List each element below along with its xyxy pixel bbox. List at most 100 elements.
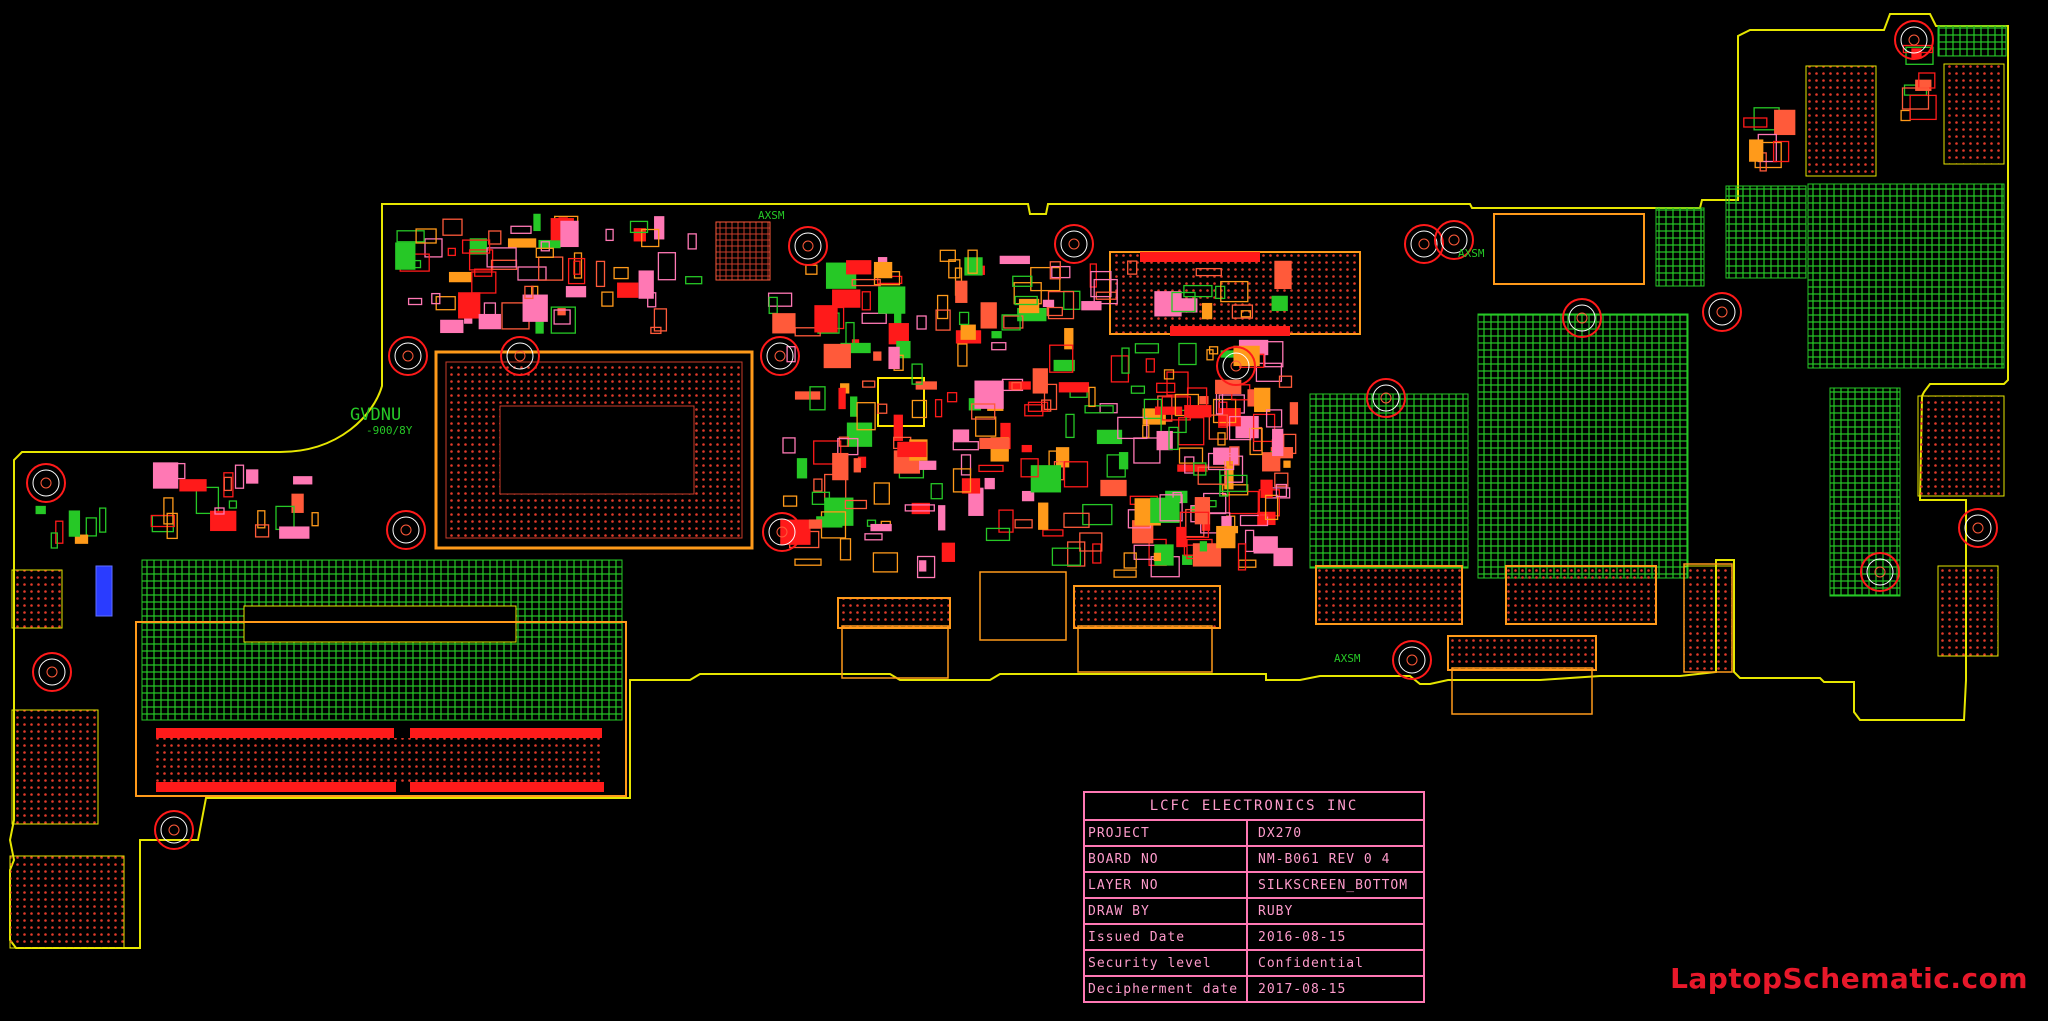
dimm-pads-bottom-right [410, 782, 604, 792]
mounting-hole-ring [1434, 220, 1474, 260]
smd-component [1238, 559, 1257, 568]
smd-component [560, 220, 579, 248]
mounting-hole-ring [1216, 346, 1256, 386]
mounting-hole-ring [1716, 306, 1728, 318]
cpu-bga-outline [434, 350, 754, 550]
smd-component [179, 479, 207, 492]
smd-component [35, 505, 46, 515]
mounting-hole-ring [402, 350, 414, 362]
smd-component [613, 266, 629, 280]
smd-component [152, 462, 179, 489]
smd-component [291, 493, 304, 513]
smd-component [1021, 444, 1032, 453]
decipherment-date-label: Decipherment date [1085, 977, 1248, 1001]
copper-block-c [1655, 207, 1705, 287]
smd-component [897, 441, 927, 458]
smd-component [980, 302, 997, 329]
smd-component [1222, 484, 1249, 496]
smd-component [440, 319, 464, 334]
smd-component [605, 228, 614, 242]
smd-component [1096, 429, 1123, 445]
port-module-top [1805, 65, 1877, 177]
mounting-hole-ring [1972, 522, 1984, 534]
smd-component [535, 247, 554, 258]
fiducial-label-2: AXSM [1458, 247, 1485, 260]
smd-component [919, 460, 937, 470]
mounting-hole-ring [1708, 298, 1736, 326]
smd-component [1239, 514, 1269, 527]
mounting-hole-ring [1366, 378, 1406, 418]
smd-component [1273, 547, 1293, 567]
smd-component [50, 532, 58, 549]
dimm-slot-outline [135, 621, 627, 797]
port-module-mid [1917, 395, 2005, 497]
smd-component [1058, 382, 1090, 393]
smd-component [1154, 291, 1182, 317]
smd-component [55, 520, 64, 544]
board-sub-text: -900/8Y [366, 424, 413, 437]
smd-component [1743, 117, 1768, 128]
smd-component [861, 312, 887, 324]
smd-component [595, 260, 606, 288]
mounting-hole-ring [774, 350, 786, 362]
smd-component [1260, 479, 1273, 498]
smd-component [786, 346, 796, 363]
smd-component [1027, 401, 1049, 412]
smd-component [805, 264, 818, 275]
connector-outline-1 [841, 625, 949, 679]
port-module-low [1937, 565, 1999, 657]
dimm-contacts-field [156, 738, 604, 782]
ffc-connector-c [1073, 585, 1221, 629]
smd-component [1772, 140, 1790, 163]
smd-component [1123, 552, 1137, 569]
smd-component [533, 213, 541, 232]
smd-component [853, 458, 861, 473]
mounting-hole-ring [388, 336, 428, 376]
mounting-hole-ring [1068, 238, 1080, 250]
smd-component [794, 391, 821, 400]
smd-component [1220, 280, 1249, 303]
smd-component [1199, 396, 1209, 405]
smd-component [916, 555, 936, 579]
cpu-bga-center [499, 405, 695, 495]
smd-component [1154, 406, 1183, 415]
smd-component [1063, 290, 1081, 310]
smd-component [1183, 284, 1213, 298]
mounting-hole-ring [40, 477, 52, 489]
smd-component [1049, 344, 1074, 373]
fiducial-label-3: AXSM [1334, 652, 1361, 665]
smd-component [991, 342, 1007, 351]
smd-component [1042, 529, 1064, 537]
blue-connector [95, 565, 113, 617]
mounting-hole-ring [1230, 360, 1242, 372]
mounting-hole-ring [1900, 26, 1928, 54]
smd-component [567, 257, 586, 285]
smd-component [99, 507, 107, 533]
smd-component [978, 464, 1004, 473]
smd-component [550, 306, 576, 334]
mounting-hole-ring [1576, 312, 1588, 324]
smd-component [985, 527, 1011, 542]
smd-component [1156, 430, 1173, 451]
smd-component [1063, 512, 1090, 528]
smd-component [1064, 328, 1074, 350]
mounting-hole-ring [154, 810, 194, 850]
smd-component [1156, 382, 1176, 393]
smd-component [1110, 355, 1130, 383]
smd-component [838, 387, 846, 410]
mounting-hole-ring [1398, 646, 1426, 674]
smd-component [1092, 543, 1102, 564]
mounting-hole-ring [26, 463, 66, 503]
issued-date-label: Issued Date [1085, 925, 1248, 949]
smd-component [1090, 270, 1112, 298]
smd-component [809, 386, 826, 411]
smd-component [1177, 464, 1208, 472]
red-pad-array [715, 221, 771, 281]
mounting-hole-ring [168, 824, 180, 836]
smd-component [1274, 472, 1289, 487]
smd-component [522, 294, 548, 322]
smd-component [1231, 304, 1254, 319]
smd-component [1106, 454, 1126, 478]
smd-component [228, 500, 238, 509]
smd-component [1001, 314, 1021, 331]
